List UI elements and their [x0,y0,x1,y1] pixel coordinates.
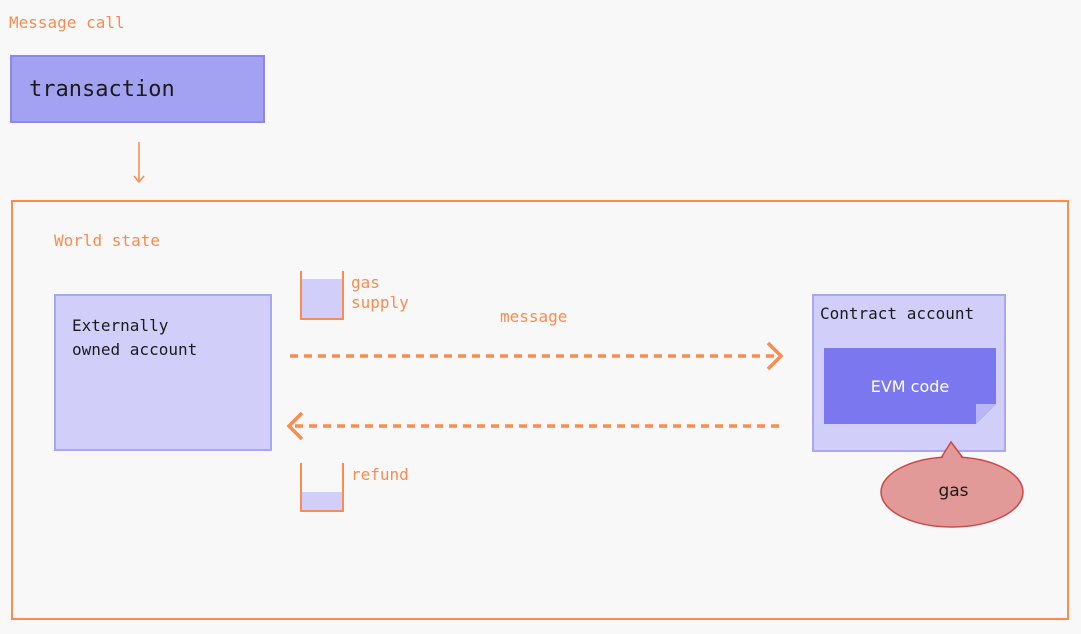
world-state-container [11,200,1069,620]
gas-supply-label: gas supply [351,273,409,313]
eoa-label-line1: Externally [72,316,169,335]
message-label: message [500,307,568,326]
gas-supply-label-line1: gas [351,273,380,292]
transaction-label: transaction [29,76,175,102]
refund-arrow-icon [286,411,783,441]
gas-supply-container-icon [300,271,344,320]
world-state-label: World state [54,231,160,250]
evm-code-label: EVM code [870,376,950,396]
contract-account-label: Contract account [820,304,975,323]
refund-container-icon [300,463,344,512]
gas-bubble-icon [880,440,1024,528]
externally-owned-account-box: Externally owned account [54,294,272,451]
gas-label: gas [938,481,969,501]
gas-supply-label-line2: supply [351,293,409,312]
eoa-label-line2: owned account [72,340,198,359]
diagram-title: Message call [9,13,125,32]
refund-label: refund [351,465,409,484]
evm-code-box [824,348,996,424]
message-arrow-icon [290,341,784,371]
transaction-box: transaction [10,55,265,123]
down-arrow-icon [133,142,145,184]
